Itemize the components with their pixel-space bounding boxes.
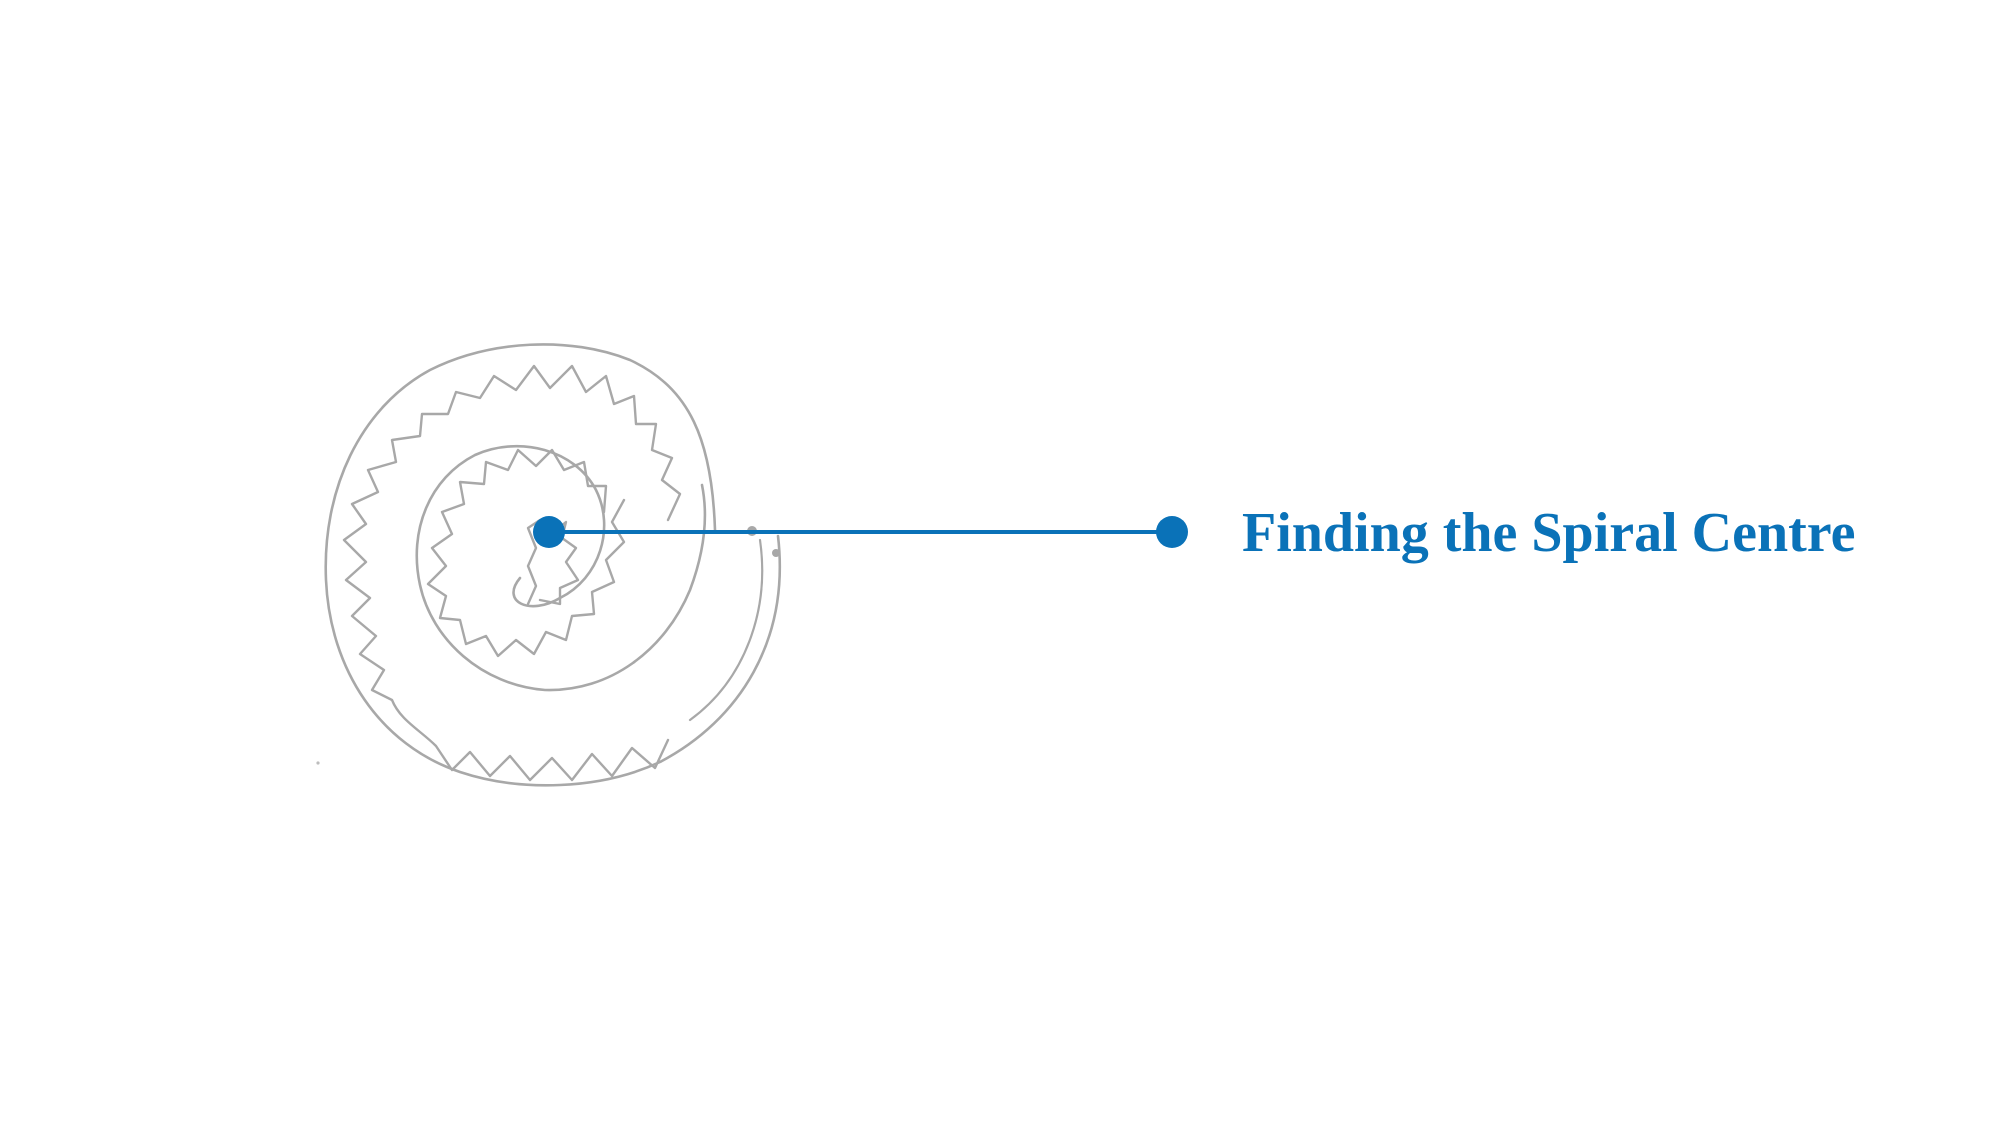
spiral-centre-marker-icon [533,516,565,548]
hand-drawn-spiral-icon [316,343,782,787]
spiral-core-loop [526,518,580,606]
callout-end-marker-icon [1156,516,1188,548]
spiral-inner-coil [415,444,707,692]
callout-pointer [533,516,1188,548]
spiral-stray-dot-2 [772,549,780,557]
spiral-stray-dot-3 [316,761,320,765]
spiral-outer-tail [688,538,764,722]
spiral-inner-wavy-band [426,448,626,658]
spiral-outer-contour [324,343,782,787]
callout-label: Finding the Spiral Centre [1242,502,1856,564]
spiral-outer-wavy-band [342,364,682,782]
